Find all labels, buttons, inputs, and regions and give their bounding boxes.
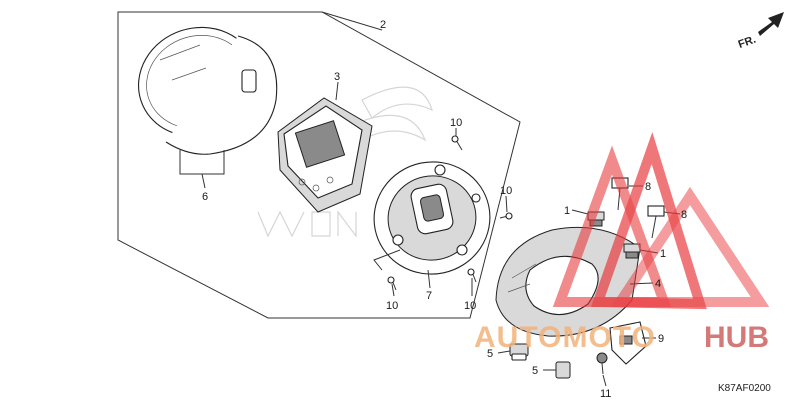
bolt-8b [647,205,665,239]
callout-1b: 1 [660,248,666,260]
bracket-9 [609,321,647,365]
callout-5b: 5 [532,365,538,377]
screw-10-bottom [467,268,477,283]
callout-8b: 8 [681,209,687,221]
watermark-text-part2: HUB [704,321,769,354]
front-direction-label: FR. [737,34,758,51]
callout-5a: 5 [487,348,493,360]
clip-11 [596,352,608,375]
callout-11: 11 [600,388,611,400]
callout-8a: 8 [645,181,651,193]
callout-2: 2 [380,19,386,31]
callout-10-right: 10 [500,185,512,197]
callout-3: 3 [334,71,340,83]
callout-9: 9 [658,333,664,345]
screw-10-right [499,212,513,220]
watermark-text-part1: AUTOMOTO [474,321,656,354]
watermark-logo [552,132,770,310]
callout-6: 6 [202,191,208,203]
callout-7: 7 [426,290,432,302]
screw-10-left [387,276,397,291]
brand-outline-art [257,86,433,238]
meter-case [137,26,278,155]
screw-10-top [451,135,463,151]
callout-1a: 1 [564,205,570,217]
lower-meter-case [373,161,491,275]
front-direction-arrow: FR. [737,12,784,51]
cushion-5a [509,343,529,361]
cushion-5b [555,361,571,379]
callout-4: 4 [655,278,661,290]
callout-10-top: 10 [450,117,462,129]
callout-10-bottom: 10 [464,300,476,312]
callout-10-left: 10 [386,300,398,312]
meter-pcb [277,97,373,213]
grommet-1b [623,243,641,259]
diagram-code: K87AF0200 [718,383,771,394]
